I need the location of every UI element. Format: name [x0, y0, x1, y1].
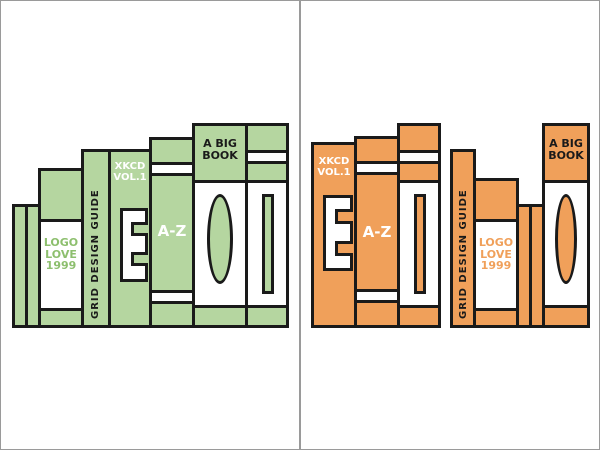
a-big-book: A BIG BOOK — [542, 123, 590, 328]
right-end-band-top — [248, 150, 286, 164]
i-book-band-top — [400, 150, 438, 164]
a-z-book: A-Z — [354, 136, 400, 328]
logo-love-book: LOGO LOVE 1999 — [38, 168, 84, 328]
i-book-bar — [414, 194, 426, 294]
logo-love-label — [41, 219, 81, 311]
a-z-book: A-Z — [149, 137, 195, 328]
logo-love-title: LOGO LOVE 1999 — [43, 236, 79, 273]
a-big-book-title: A BIG BOOK — [548, 137, 584, 162]
a-z-title: A-Z — [362, 223, 392, 241]
grid-design-guide-title: GRID DESIGN GUIDE — [458, 189, 469, 319]
a-z-band-1 — [357, 161, 397, 175]
a-big-book-emblem — [555, 194, 577, 284]
a-big-book-title: A BIG BOOK — [202, 137, 238, 162]
a-z-band-2 — [152, 290, 192, 304]
a-z-band-1 — [152, 162, 192, 176]
xkcd-vol1-book: XKCD VOL.1 — [311, 142, 357, 328]
xkcd-vol1-title: XKCD VOL.1 — [317, 156, 351, 178]
a-z-title: A-Z — [157, 222, 187, 240]
xkcd-vol1-book: XKCD VOL.1 — [108, 149, 152, 328]
a-big-book-emblem — [207, 194, 233, 284]
grid-design-guide-title: GRID DESIGN GUIDE — [90, 189, 101, 319]
a-z-band-2 — [357, 289, 397, 303]
xkcd-vol1-title: XKCD VOL.1 — [113, 161, 147, 183]
a-big-book: A BIG BOOK — [192, 123, 248, 328]
e-letter-shape — [120, 208, 148, 282]
logo-love-label — [476, 219, 516, 311]
logo-love-book: LOGO LOVE 1999 — [473, 178, 519, 328]
left-bookshelf-panel: LOGO LOVE 1999 GRID DESIGN GUIDE XKCD VO… — [0, 0, 300, 450]
right-bookshelf-panel: XKCD VOL.1 A-Z GRID DESIGN GUIDE LOGO LO… — [300, 0, 600, 450]
i-letter-book — [397, 123, 441, 328]
e-letter-shape — [323, 195, 353, 271]
logo-love-title: LOGO LOVE 1999 — [478, 236, 514, 273]
right-end-book — [245, 123, 289, 328]
grid-design-guide-book: GRID DESIGN GUIDE — [81, 149, 111, 328]
right-end-bar — [262, 194, 274, 294]
